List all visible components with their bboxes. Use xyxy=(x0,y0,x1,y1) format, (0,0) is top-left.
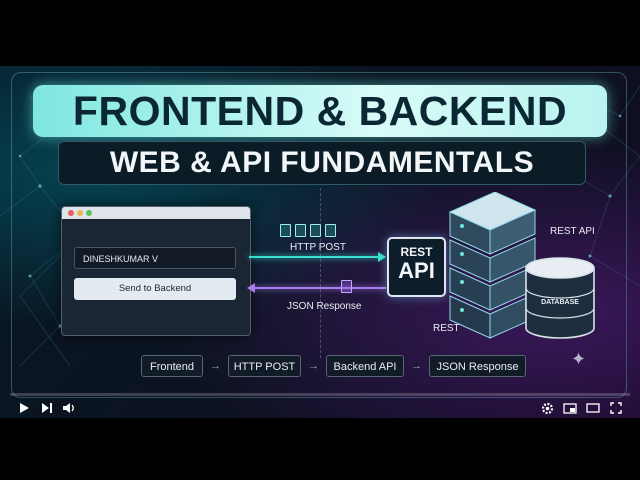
flow-step-json-response: JSON Response xyxy=(429,355,526,377)
content-border xyxy=(11,72,627,398)
title-banner: FRONTEND & BACKEND xyxy=(33,85,607,137)
video-subtitle: WEB & API FUNDAMENTALS xyxy=(109,146,535,179)
document-icon xyxy=(310,224,321,237)
play-icon xyxy=(20,403,29,413)
theater-icon xyxy=(586,403,600,413)
flow-step-frontend: Frontend xyxy=(141,355,203,377)
browser-window-mockup: DINESHKUMAR V Send to Backend xyxy=(61,206,251,336)
sparkle-icon: ✦ xyxy=(571,349,587,369)
flow-step-backend-api: Backend API xyxy=(326,355,404,377)
rest-label: REST xyxy=(433,323,460,334)
theater-mode-button[interactable] xyxy=(585,399,601,417)
name-input-mockup: DINESHKUMAR V xyxy=(74,247,236,269)
next-icon xyxy=(42,403,52,413)
video-title: FRONTEND & BACKEND xyxy=(72,87,568,134)
next-button[interactable] xyxy=(39,399,55,417)
json-response-label: JSON Response xyxy=(287,301,362,312)
send-to-backend-button-mockup: Send to Backend xyxy=(74,278,236,300)
settings-icon xyxy=(541,402,553,414)
miniplayer-button[interactable] xyxy=(562,399,578,417)
subtitle-banner: WEB & API FUNDAMENTALS xyxy=(58,141,586,185)
play-button[interactable] xyxy=(16,399,32,417)
rest-api-label: REST API xyxy=(550,226,595,237)
http-post-label: HTTP POST xyxy=(290,242,346,253)
flow-step-http-post: HTTP POST xyxy=(228,355,301,377)
document-icon xyxy=(295,224,306,237)
document-icon xyxy=(280,224,291,237)
close-dot-icon xyxy=(68,210,74,216)
volume-icon xyxy=(63,403,74,413)
video-progress-bar[interactable] xyxy=(10,393,630,396)
fullscreen-icon xyxy=(610,402,622,414)
api-big-text: API xyxy=(398,258,435,283)
response-arrow xyxy=(247,283,386,293)
flow-arrow: → xyxy=(210,360,221,372)
browser-title-bar xyxy=(62,207,250,219)
server-rack-icon xyxy=(448,192,537,339)
maximize-dot-icon xyxy=(86,210,92,216)
flow-arrow: → xyxy=(411,360,422,372)
database-label: DATABASE xyxy=(541,299,579,306)
rest-small-text: REST xyxy=(400,245,433,259)
database-icon: DATABASE xyxy=(525,257,595,339)
miniplayer-icon xyxy=(563,402,577,414)
settings-button[interactable] xyxy=(539,399,555,417)
fullscreen-button[interactable] xyxy=(608,399,624,417)
request-arrow xyxy=(249,252,386,262)
flow-arrow: → xyxy=(308,360,319,372)
volume-button[interactable] xyxy=(61,399,77,417)
video-frame[interactable]: FRONTEND & BACKEND WEB & API FUNDAMENTAL… xyxy=(0,66,640,418)
document-icon xyxy=(325,224,336,237)
minimize-dot-icon xyxy=(77,210,83,216)
center-divider xyxy=(320,188,321,358)
json-document-icon xyxy=(341,280,352,293)
rest-api-box: REST API xyxy=(387,237,446,297)
